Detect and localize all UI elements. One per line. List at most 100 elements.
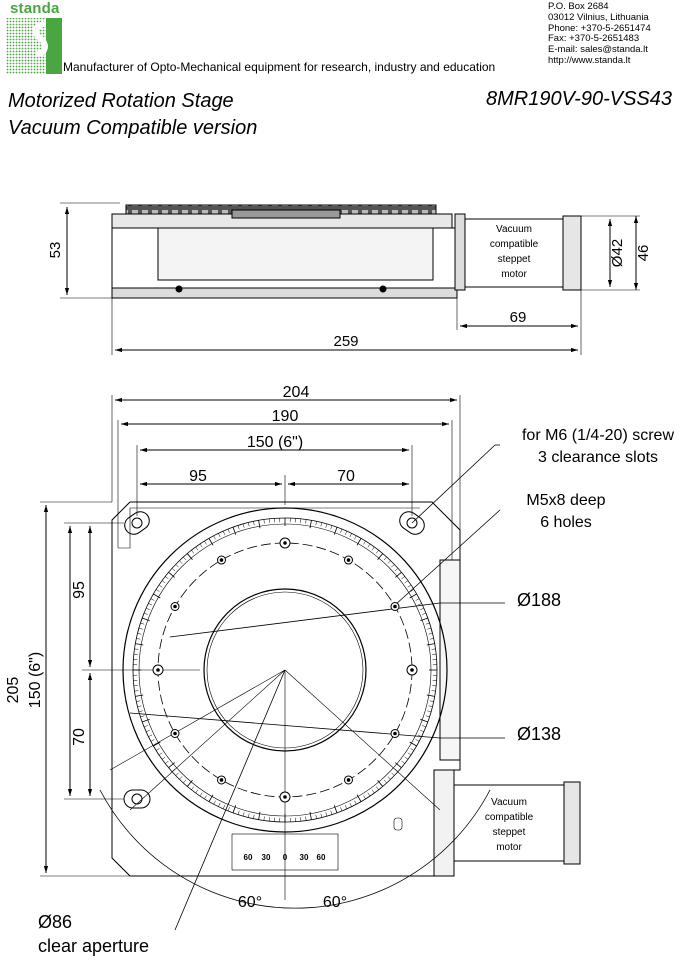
dim-label-190: 190 [272,408,299,425]
scale-tick [425,715,430,718]
side-top-insert [231,209,341,219]
scale-tick [208,538,214,546]
scale-tick [325,523,328,528]
vernier-scale [231,833,339,871]
scale-tick [158,752,163,756]
motor-label-line: motor [496,842,522,853]
vernier-label: 30 [262,853,271,862]
clearance-slot [399,511,425,535]
scale-tick [247,522,250,527]
mounting-hole-center [346,778,351,782]
scale-tick [363,540,366,545]
vernier-label: 60 [317,853,326,862]
scale-tick [150,598,155,601]
motor-label-line: compatible [485,812,534,823]
dim-label-205: 205 [5,677,22,704]
scale-tick [253,814,255,819]
vernier-labels: 60 30 0 30 60 [244,853,326,862]
dim-label-69: 69 [510,309,527,326]
scale-tick [387,560,391,564]
scale-tick [222,531,226,535]
scale-tick [420,718,428,723]
scale-tick [168,762,175,769]
scale-tick [237,810,240,815]
note-slots-line2: 3 clearance slots [538,449,658,466]
note-slots-line1: for M6 (1/4-20) screw [522,427,674,444]
scale-tick [175,772,179,776]
motor-label-line: Vacuum [496,224,532,235]
scale-tick [179,776,183,780]
scale-tick [363,795,366,800]
dim-label-138: Ø138 [517,724,561,744]
scale-tick [305,519,307,524]
scale-tick [391,564,395,568]
dim-label-150: 150 (6") [247,434,303,451]
scale-tick [426,643,435,646]
note-aperture-line1: Ø86 [38,912,72,932]
scale-tick [258,811,261,820]
scale-tick [195,789,199,794]
scale-tick [415,739,420,742]
dim-label-70-vertical: 70 [71,728,88,746]
side-motor-body [464,218,564,288]
scale-tick [222,805,226,809]
scale-tick [136,700,141,702]
scale-tick [428,705,433,708]
angle-label-left: 60° [238,894,262,911]
scale-tick [344,531,348,535]
side-motor-cap [562,215,582,291]
scale-tick [137,705,142,708]
scale-tick [330,810,333,815]
scale-tick [404,756,409,760]
scale-tick [409,741,417,747]
product-code: 8MR190V-90-VSS43 [485,88,672,110]
contact-line: 03012 Vilnius, Lithuania [548,11,649,23]
scale-tick [146,729,150,733]
scale-tick [140,715,145,718]
vernier-label: 0 [283,853,288,862]
mounting-hole-center [393,604,397,609]
scale-tick [394,568,399,572]
scale-tick [143,612,148,615]
side-screw [175,285,183,293]
scale-tick [142,617,150,622]
product-name-line2: Vacuum Compatible version [8,117,258,139]
logo-dot-pattern-icon [6,18,62,74]
scale-tick [422,612,427,615]
top-motor-label: Vacuum compatible steppet motor [485,797,534,853]
dim-label-46: 46 [635,245,652,262]
scale-tick [227,528,230,533]
contact-block: P.O. Box 2684 03012 Vilnius, Lithuania P… [548,1,651,67]
scale-tick [150,739,155,742]
top-motor-body [453,784,565,862]
scale-tick [367,792,371,797]
scale-tick [208,794,214,802]
scale-tick [199,792,203,797]
dim-label-95: 95 [189,468,207,485]
scale-tick [410,748,415,751]
scale-tick [158,584,163,588]
scale-tick [195,546,199,551]
dim-label-70: 70 [337,468,355,485]
scale-tick [242,523,245,528]
side-view [60,202,640,355]
scale-tick [213,800,216,805]
angle-scale-ticks [133,518,437,822]
scale-tick [309,811,312,820]
scale-tick [407,584,412,588]
scale-tick [186,553,193,560]
contact-line: Phone: +370-5-2651474 [548,22,651,34]
contact-email[interactable]: E-mail: sales@standa.lt [548,44,648,56]
clearance-slot [124,511,150,535]
scale-tick [356,538,362,546]
scale-tick [148,734,153,737]
scale-tick [232,527,237,535]
scale-tick [429,638,434,640]
scale-tick [383,556,387,561]
company-tagline: Manufacturer of Opto-Mechanical equipmen… [63,60,496,74]
scale-tick [410,589,415,592]
motor-label-line: motor [501,269,527,280]
scale-tick [395,762,402,769]
scale-tick [344,805,348,809]
contact-website-link[interactable]: http://www.standa.lt [548,54,631,66]
